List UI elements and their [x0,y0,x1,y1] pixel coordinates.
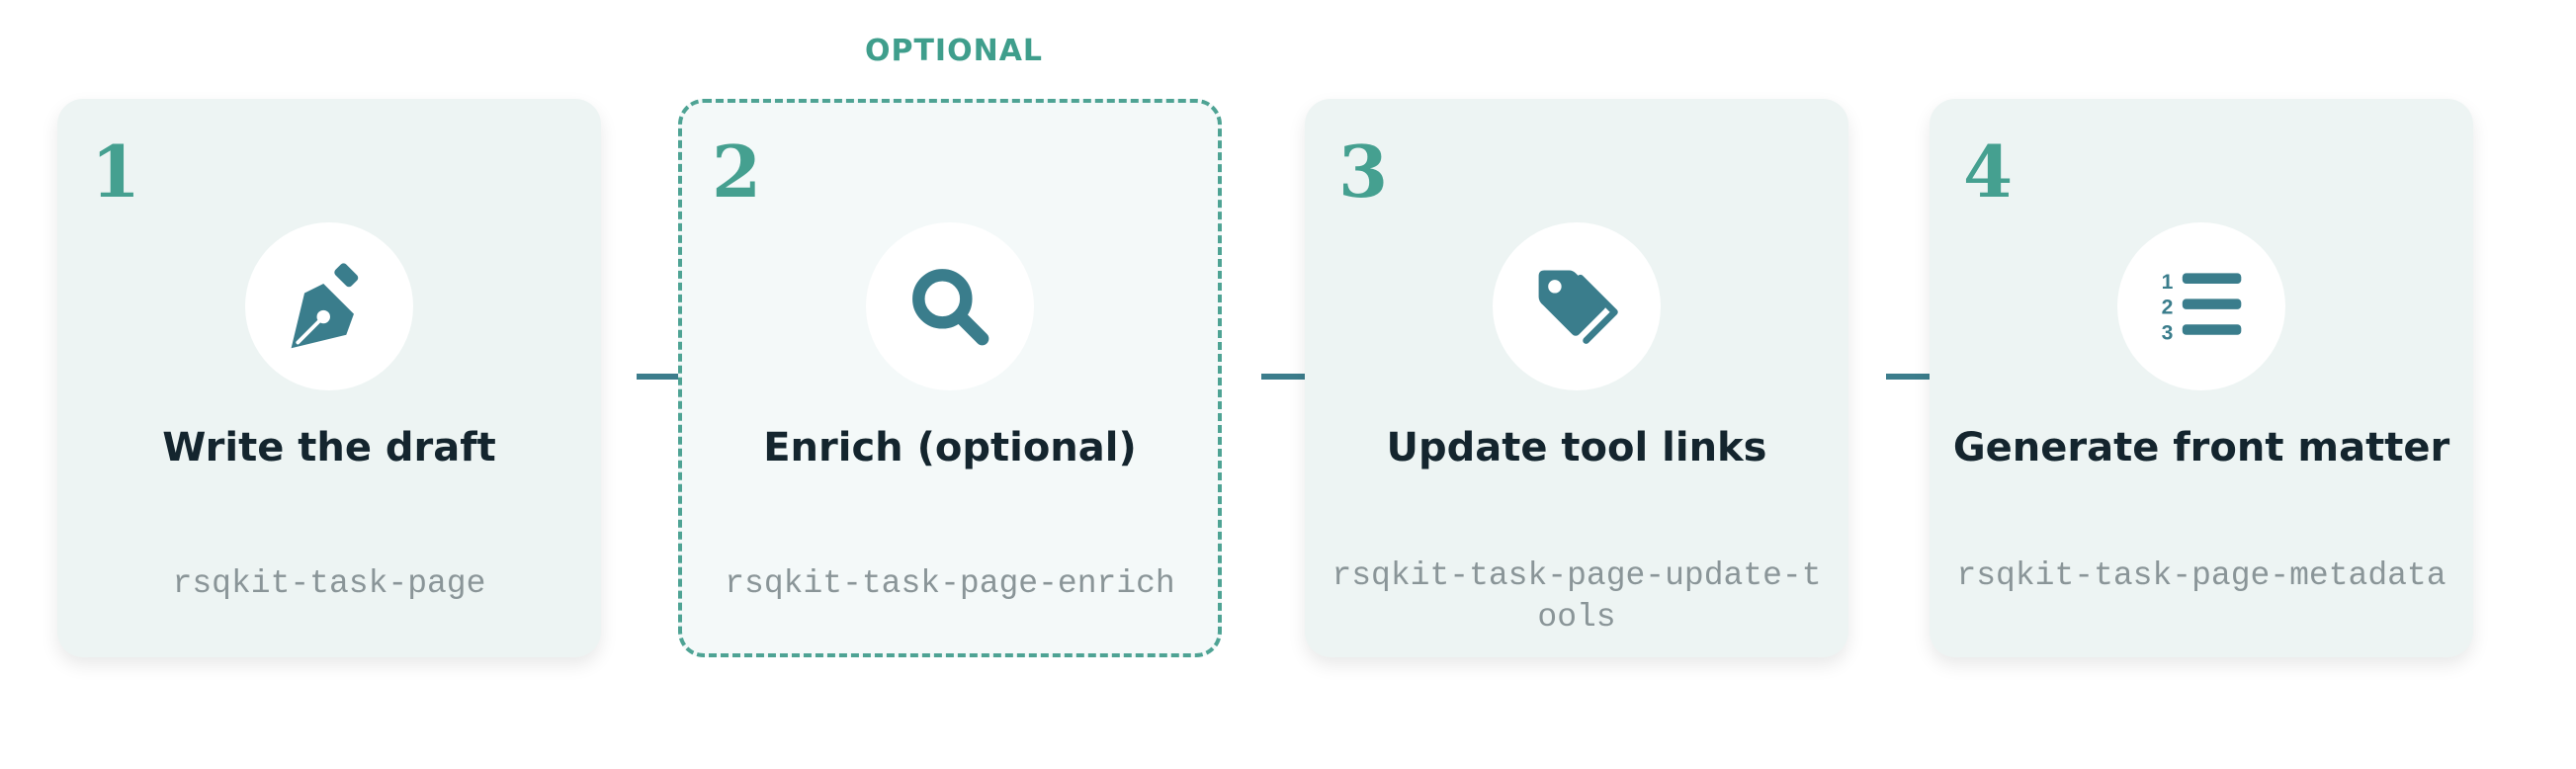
optional-label: OPTIONAL [864,34,1044,68]
step-command: rsqkit-task-page [172,565,486,602]
step-card-3: 3 Update tool links rsqkit-task-page-upd… [1305,99,1848,657]
step-title: Enrich (optional) [763,425,1137,470]
icon-circle [245,222,413,390]
connector-line [1886,374,1930,380]
step-command: rsqkit-task-page-enrich [725,565,1175,602]
icon-circle [866,222,1034,390]
icon-circle [1493,222,1661,390]
step-number: 2 [712,129,762,214]
step-number: 4 [1963,129,2014,214]
icon-circle: 1 2 3 [2117,222,2285,390]
tags-icon [1538,270,1618,344]
svg-text:3: 3 [2162,322,2174,345]
svg-text:2: 2 [2162,297,2174,319]
svg-text:1: 1 [2162,271,2174,294]
numbered-list-icon: 1 2 3 [2162,271,2242,345]
step-number: 3 [1338,129,1389,214]
step-command: rsqkit-task-page-metadata [1956,557,2447,594]
connector-line [1261,374,1305,380]
step-card-2: 2 Enrich (optional) rsqkit-task-page-enr… [678,99,1222,657]
step-title: Generate front matter [1952,425,2450,470]
connector-line [637,374,680,380]
step-title: Write the draft [162,425,496,470]
step-title: Update tool links [1386,425,1767,470]
step-card-4: 4 1 2 3 Generate front matter rsqkit-tas… [1930,99,2473,657]
step-number: 1 [91,129,141,214]
magnifying-glass-icon [912,269,989,346]
step-card-1: 1 Write the draft rsqkit-task-page [57,99,601,657]
pen-nib-icon [291,263,359,349]
step-command: rsqkit-task-page-update-tools [1331,557,1822,636]
